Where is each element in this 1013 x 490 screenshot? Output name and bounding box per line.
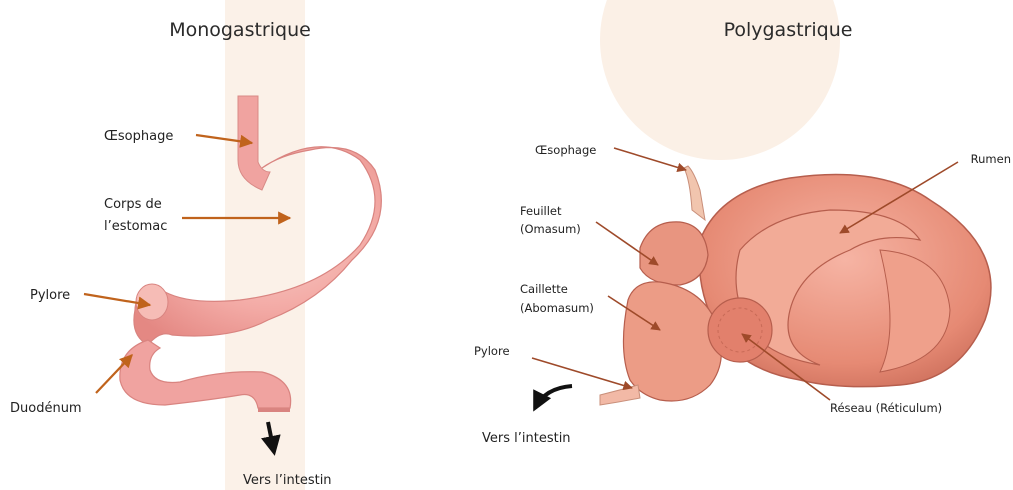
label-poly-feuillet-1: Feuillet: [520, 204, 562, 218]
ruminant-stomach: [600, 166, 991, 405]
label-mono-oesophage: Œsophage: [104, 129, 173, 144]
label-poly-intestin: Vers l’intestin: [482, 431, 571, 446]
label-poly-caillette-2: (Abomasum): [520, 301, 594, 315]
label-mono-duodenum: Duodénum: [10, 401, 82, 416]
label-mono-pylore: Pylore: [30, 288, 70, 303]
mono-intestin-end: [258, 408, 290, 412]
label-poly-feuillet-2: (Omasum): [520, 222, 581, 236]
poly-omasum: [640, 222, 708, 285]
label-mono-intestin: Vers l’intestin: [243, 473, 332, 488]
title-polygastrique: Polygastrique: [724, 19, 853, 41]
title-monogastrique: Monogastrique: [169, 19, 311, 41]
poly-pylorus: [600, 385, 640, 405]
label-mono-corps-1: Corps de: [104, 197, 162, 212]
label-mono-corps-2: l’estomac: [104, 219, 167, 234]
arrow-poly-pylore: [532, 358, 632, 388]
label-poly-reseau: Réseau (Réticulum): [830, 401, 942, 415]
background-band: [225, 0, 305, 490]
poly-esophagus: [684, 166, 705, 220]
mono-pylorus: [136, 284, 168, 320]
label-poly-rumen: Rumen: [971, 152, 1011, 166]
label-poly-pylore: Pylore: [474, 344, 510, 358]
label-poly-oesophage: Œsophage: [535, 143, 596, 157]
label-poly-caillette-1: Caillette: [520, 282, 568, 296]
arrow-poly-intestin: [535, 386, 572, 408]
